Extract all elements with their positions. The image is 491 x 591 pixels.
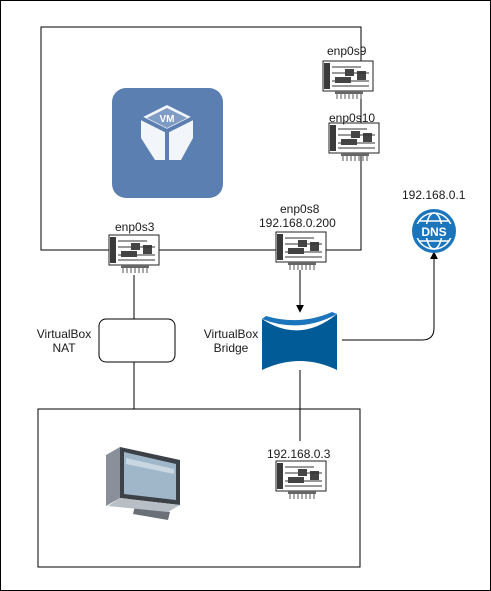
bridge-label-line1: VirtualBox [203,327,259,341]
guest-monitor-icon [106,447,180,520]
nic-enp0s3-icon [108,234,160,274]
label-enp0s8: enp0s8 [280,202,320,216]
dns-globe-icon: DNS [412,209,456,253]
label-enp0s9: enp0s9 [327,44,367,58]
nat-label-line2: NAT [52,341,76,355]
label-enp0s8-ip: 192.168.0.200 [259,216,336,230]
nat-label-line1: VirtualBox [36,327,92,341]
label-guest-ip: 192.168.0.3 [267,447,331,461]
nat-box [98,318,176,363]
bridge-icon [262,314,337,370]
virtualbox-logo-icon: VM [112,88,223,198]
label-enp0s10: enp0s10 [329,111,376,125]
bridge-label-line2: Bridge [213,341,249,355]
host-box [40,26,362,251]
label-dns-ip: 192.168.0.1 [402,188,466,202]
nic-enp0s8-icon [275,231,327,271]
logo-text: VM [160,114,175,125]
dns-label: DNS [421,225,446,239]
label-enp0s3: enp0s3 [115,220,155,234]
bridge-label: VirtualBox Bridge [199,327,263,355]
arrow-bridge-to-dns [342,251,438,341]
nat-label: VirtualBox NAT [31,327,97,355]
